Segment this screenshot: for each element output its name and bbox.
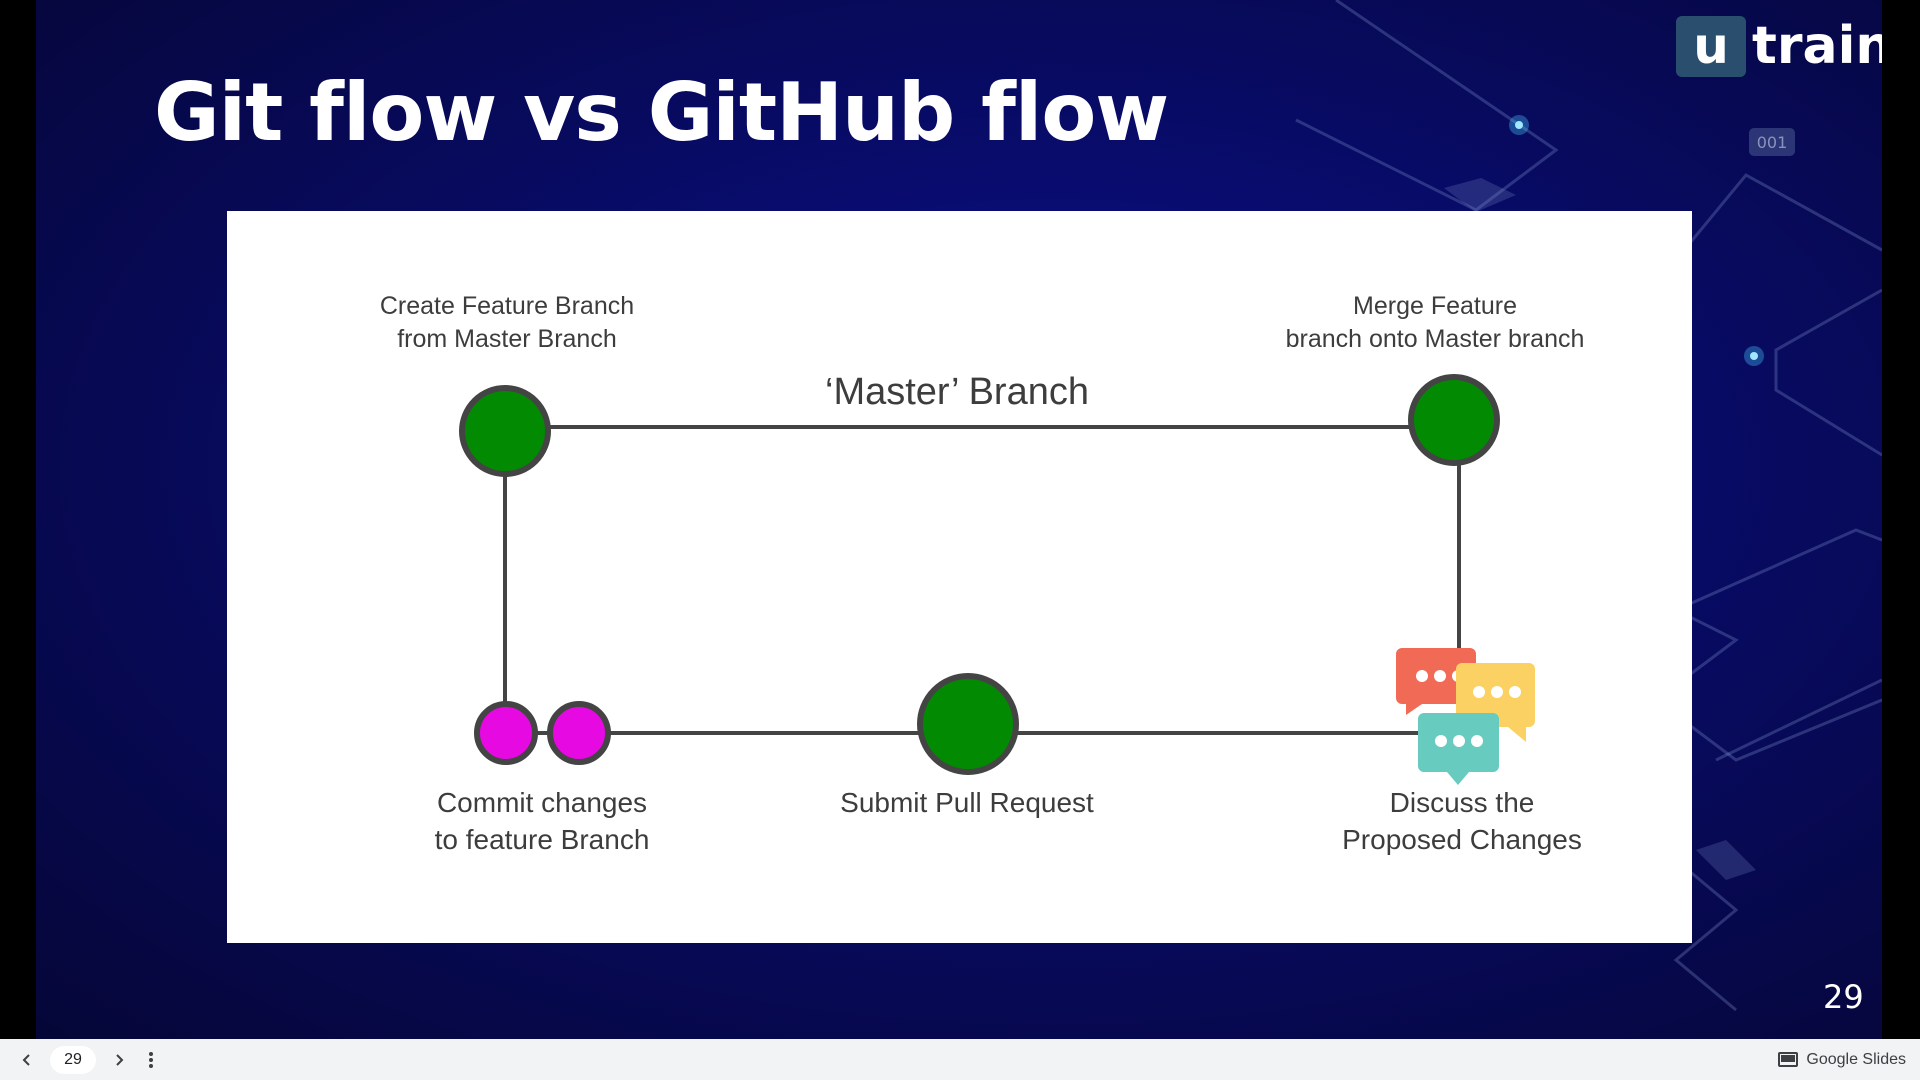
pull-request-node <box>917 673 1019 775</box>
more-vert-icon[interactable] <box>136 1045 166 1075</box>
commit-node-2 <box>547 701 611 765</box>
flow-graph <box>459 374 1535 785</box>
merge-label-line2: branch onto Master branch <box>1285 325 1585 353</box>
google-slides-branding[interactable]: Google Slides <box>1778 1039 1906 1080</box>
viewer-toolbar: 29 Google Slides <box>0 1039 1920 1080</box>
commit-label-line1: Commit changes <box>436 787 648 818</box>
logo-text: train <box>1752 16 1882 76</box>
slide-title: Git flow vs GitHub flow <box>154 66 1169 159</box>
github-flow-diagram: Create Feature Branch from Master Branch… <box>227 211 1692 943</box>
create-branch-node <box>459 385 551 477</box>
master-branch-label: ‘Master’ Branch <box>825 371 1089 413</box>
chevron-right-icon[interactable] <box>104 1045 134 1075</box>
merge-label-line1: Merge Feature <box>1353 292 1517 320</box>
chat-bubbles-icon <box>1396 648 1535 785</box>
create-branch-label: Create Feature Branch from Master Branch <box>307 290 707 356</box>
slide: Git flow vs GitHub flow u train 001 <box>36 0 1882 1039</box>
code-tag-badge: 001 <box>1749 128 1795 156</box>
presentation-viewport: Git flow vs GitHub flow u train 001 <box>36 0 1882 1039</box>
slides-icon <box>1778 1052 1799 1067</box>
page-number-input[interactable]: 29 <box>50 1045 96 1074</box>
brand-label: Google Slides <box>1806 1050 1906 1068</box>
commit-node-1 <box>474 701 538 765</box>
slide-page-number: 29 <box>1823 978 1864 1016</box>
chevron-left-icon[interactable] <box>12 1045 42 1075</box>
utrain-logo: u train <box>1676 15 1882 77</box>
commit-label: Commit changes to feature Branch <box>342 784 742 858</box>
pull-request-label: Submit Pull Request <box>840 787 1094 818</box>
discuss-label-line2: Proposed Changes <box>1342 824 1582 855</box>
discuss-label-line1: Discuss the <box>1389 787 1535 818</box>
discuss-label: Discuss the Proposed Changes <box>1277 784 1647 858</box>
logo-mark: u <box>1676 15 1746 77</box>
merge-branch-label: Merge Feature branch onto Master branch <box>1230 290 1640 356</box>
create-label-line2: from Master Branch <box>397 325 617 353</box>
create-label-line1: Create Feature Branch <box>379 292 635 320</box>
commit-label-line2: to feature Branch <box>434 824 650 855</box>
merge-node <box>1408 374 1500 466</box>
